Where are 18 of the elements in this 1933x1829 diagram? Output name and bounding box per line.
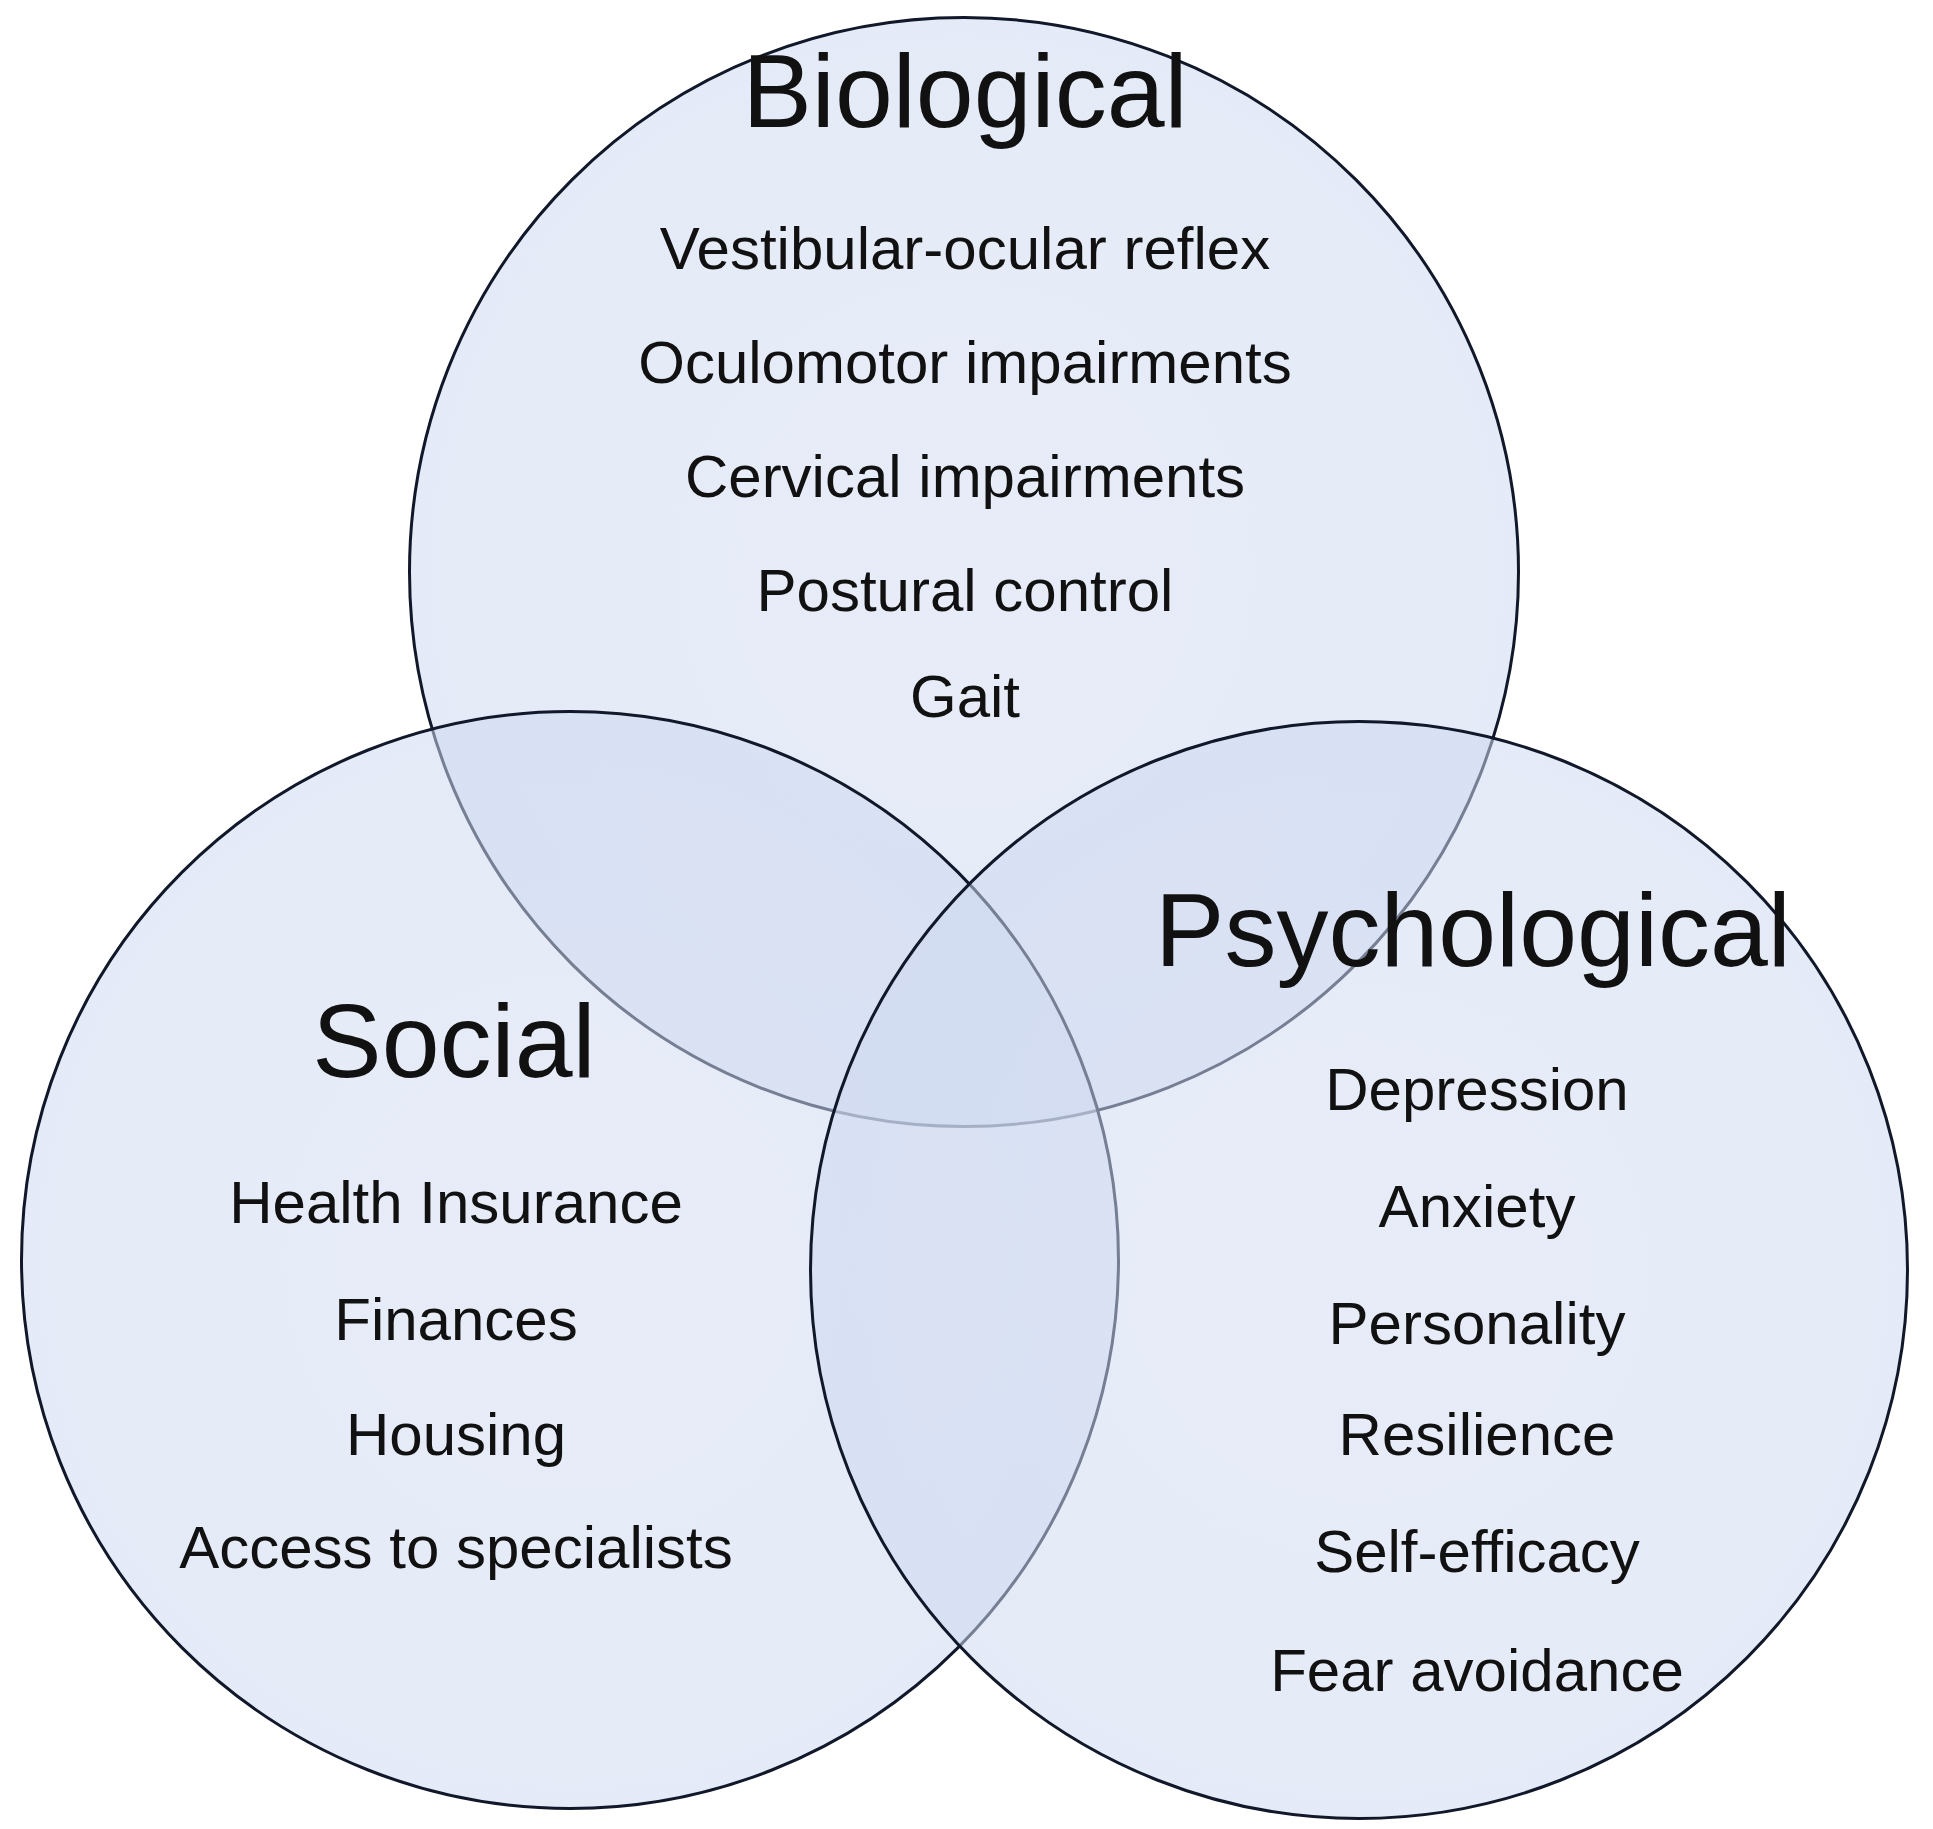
factor-label: Resilience	[1338, 1399, 1616, 1469]
factor-label: Anxiety	[1378, 1171, 1576, 1241]
factor-label: Depression	[1325, 1054, 1629, 1124]
factor-label: Health Insurance	[229, 1167, 683, 1237]
factor-label: Fear avoidance	[1270, 1635, 1684, 1705]
factor-label: Gait	[910, 661, 1020, 731]
factor-label: Vestibular-ocular reflex	[659, 213, 1271, 283]
factor-label: Cervical impairments	[684, 441, 1246, 511]
factor-label: Oculomotor impairments	[638, 327, 1292, 397]
circle-heading: Psychological	[1155, 871, 1791, 991]
factor-label: Access to specialists	[179, 1512, 733, 1582]
circle-heading: Social	[312, 982, 596, 1102]
factor-label: Housing	[345, 1399, 567, 1469]
factor-label: Personality	[1328, 1288, 1626, 1358]
factor-label: Postural control	[756, 555, 1174, 625]
circle-heading: Biological	[742, 32, 1188, 152]
factor-label: Finances	[334, 1284, 578, 1354]
factor-label: Self-efficacy	[1314, 1516, 1640, 1586]
